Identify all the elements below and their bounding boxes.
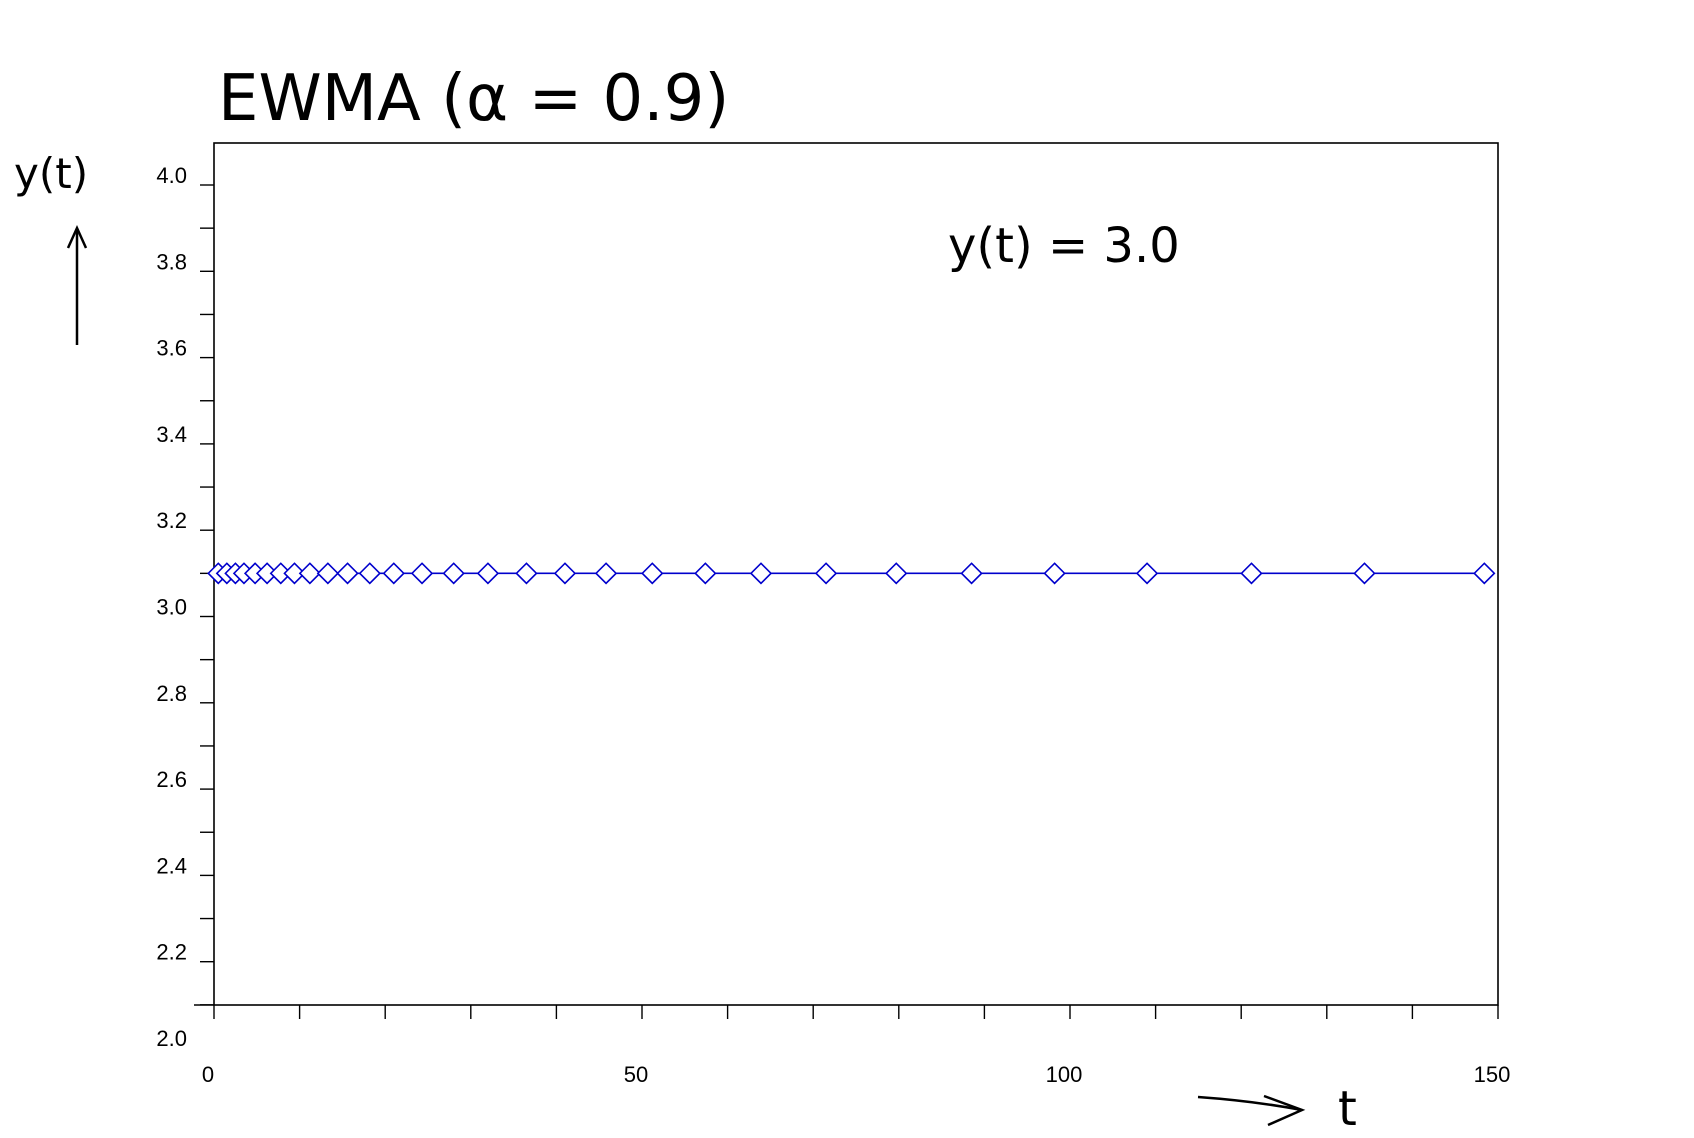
y-tick-label: 2.8 <box>156 681 187 706</box>
data-point <box>1135 562 1159 585</box>
y-tick-label: 2.0 <box>156 1026 187 1051</box>
y-tick-label: 3.6 <box>156 336 187 361</box>
data-point <box>298 562 322 585</box>
x-axis-label: t <box>1338 1081 1357 1137</box>
data-point <box>316 562 339 585</box>
data-point <box>749 562 773 585</box>
data-point <box>960 562 983 585</box>
data-point <box>594 562 618 585</box>
x-tick-label: 50 <box>624 1062 648 1087</box>
y-tick-label: 3.8 <box>156 249 187 274</box>
data-point <box>382 562 405 585</box>
x-tick-label: 0 <box>202 1062 214 1087</box>
y-tick-label: 3.0 <box>156 595 187 620</box>
data-point <box>814 562 838 585</box>
data-point <box>1473 562 1496 585</box>
x-tick-label: 100 <box>1046 1062 1083 1087</box>
y-axis-label: y(t) <box>14 149 88 198</box>
y-tick-label: 2.4 <box>156 853 187 878</box>
chart-annotation: y(t) = 3.0 <box>948 218 1180 274</box>
y-tick-label: 2.6 <box>156 767 187 792</box>
x-axis-arrow <box>1197 1094 1306 1127</box>
data-point <box>336 562 359 585</box>
data-point <box>1240 562 1263 585</box>
series-layer <box>207 562 1496 585</box>
y-tick-label: 3.4 <box>156 422 187 447</box>
y-tick-label: 4.0 <box>156 163 187 188</box>
x-tick-label: 150 <box>1474 1062 1511 1087</box>
y-tick-label: 2.2 <box>156 940 187 965</box>
chart-title: EWMA (α = 0.9) <box>218 62 729 136</box>
y-axis-arrow <box>66 224 88 345</box>
data-point <box>358 562 381 585</box>
data-point <box>553 562 577 585</box>
data-point <box>1043 562 1066 585</box>
data-point <box>641 562 664 585</box>
data-point <box>1353 562 1376 585</box>
data-point <box>410 562 434 585</box>
data-point <box>694 562 717 585</box>
data-point <box>885 562 908 585</box>
data-point <box>515 562 538 585</box>
axes: 2.0 2.2 2.4 2.6 2.8 3.0 3.2 3.4 3.6 3.8 4.0 0 50 100 1… <box>156 142 1511 1087</box>
data-point <box>442 562 465 585</box>
data-point <box>283 562 306 585</box>
data-point <box>476 562 500 585</box>
y-tick-label: 3.2 <box>156 508 187 533</box>
